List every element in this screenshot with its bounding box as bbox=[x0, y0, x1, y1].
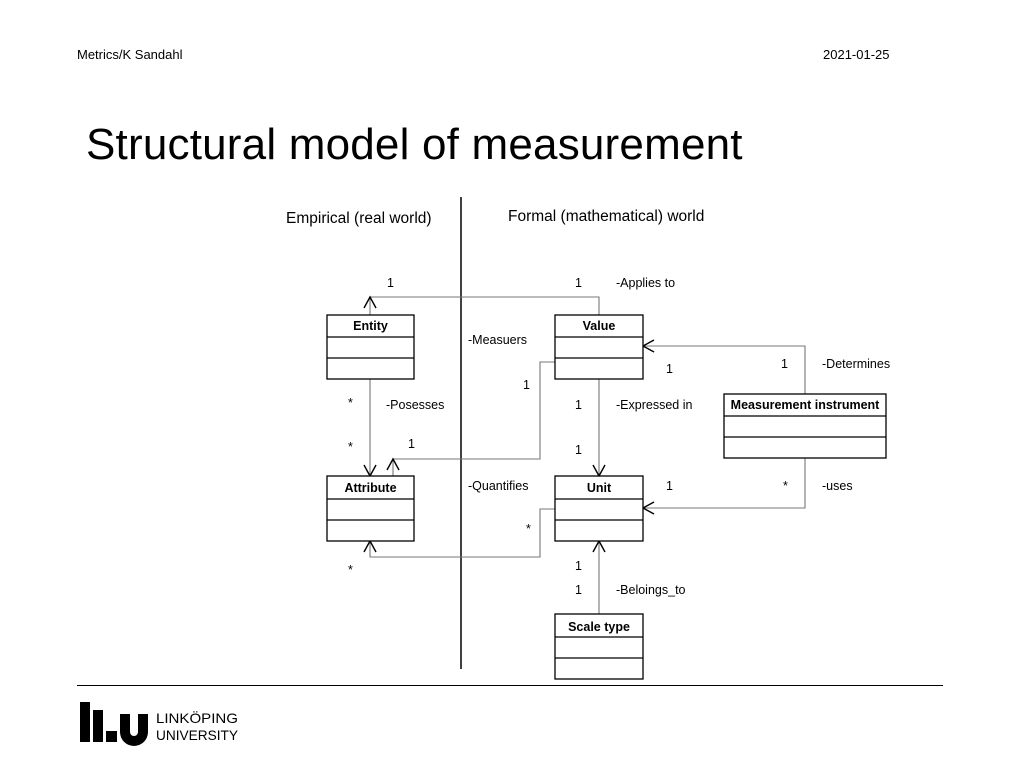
applies-to-line bbox=[369, 296, 600, 315]
multiplicity-label: 1 bbox=[666, 479, 673, 493]
multiplicity-label: 1 bbox=[387, 276, 394, 290]
entity-class-name: Entity bbox=[353, 319, 388, 333]
multiplicity-label: 1 bbox=[575, 583, 582, 597]
applies-to-label: -Applies to bbox=[616, 276, 675, 290]
multiplicity-label: 1 bbox=[523, 378, 530, 392]
uses-line bbox=[643, 458, 806, 509]
multiplicity-label: 1 bbox=[781, 357, 788, 371]
multiplicity-label: * bbox=[348, 440, 353, 454]
value-class: Value bbox=[554, 314, 644, 380]
posesses-label: -Posesses bbox=[386, 398, 444, 412]
quantifies-label: -Quantifies bbox=[468, 479, 528, 493]
measurement-instrument-class-name: Measurement instrument bbox=[731, 398, 880, 412]
formal-world-label: Formal (mathematical) world bbox=[508, 208, 704, 225]
header-date: 2021-01-25 bbox=[823, 47, 890, 62]
multiplicity-label: * bbox=[348, 396, 353, 410]
uses-label: -uses bbox=[822, 479, 853, 493]
multiplicity-label: * bbox=[526, 522, 531, 536]
applies-to-arrowhead bbox=[363, 295, 377, 309]
scale-type-class-name: Scale type bbox=[568, 620, 630, 634]
slide-title: Structural model of measurement bbox=[86, 120, 743, 169]
multiplicity-label: * bbox=[348, 563, 353, 577]
attribute-class: Attribute bbox=[326, 475, 415, 542]
unit-class: Unit bbox=[554, 475, 644, 542]
measures-label: -Measuers bbox=[468, 333, 527, 347]
liu-logo-line1: LINKÖPING bbox=[156, 709, 238, 726]
multiplicity-label: 1 bbox=[575, 398, 582, 412]
scale-type-class: Scale type bbox=[554, 613, 644, 680]
measures-line bbox=[392, 361, 555, 476]
liu-logo: LINKÖPING UNIVERSITY bbox=[80, 702, 239, 746]
attribute-class-name: Attribute bbox=[344, 481, 396, 495]
liu-logo-mark bbox=[80, 702, 148, 746]
value-class-name: Value bbox=[583, 319, 616, 333]
measures-arrowhead bbox=[386, 457, 400, 471]
header-author: Metrics/K Sandahl bbox=[77, 47, 183, 62]
liu-logo-line2: UNIVERSITY bbox=[156, 727, 239, 743]
entity-class: Entity bbox=[326, 314, 415, 380]
determines-line bbox=[643, 345, 806, 394]
expressed-in-label: -Expressed in bbox=[616, 398, 692, 412]
multiplicity-label: 1 bbox=[666, 362, 673, 376]
multiplicity-label: 1 bbox=[408, 437, 415, 451]
empirical-world-label: Empirical (real world) bbox=[286, 210, 432, 227]
belongs-to-label: -Beloings_to bbox=[616, 583, 686, 597]
measurement-instrument-class: Measurement instrument bbox=[723, 393, 887, 459]
multiplicity-label: 1 bbox=[575, 443, 582, 457]
footer-rule bbox=[77, 685, 943, 686]
multiplicity-label: 1 bbox=[575, 559, 582, 573]
quantifies-line bbox=[369, 508, 555, 558]
unit-class-name: Unit bbox=[587, 481, 612, 495]
multiplicity-label: 1 bbox=[575, 276, 582, 290]
multiplicity-label: * bbox=[783, 479, 788, 493]
determines-label: -Determines bbox=[822, 357, 890, 371]
